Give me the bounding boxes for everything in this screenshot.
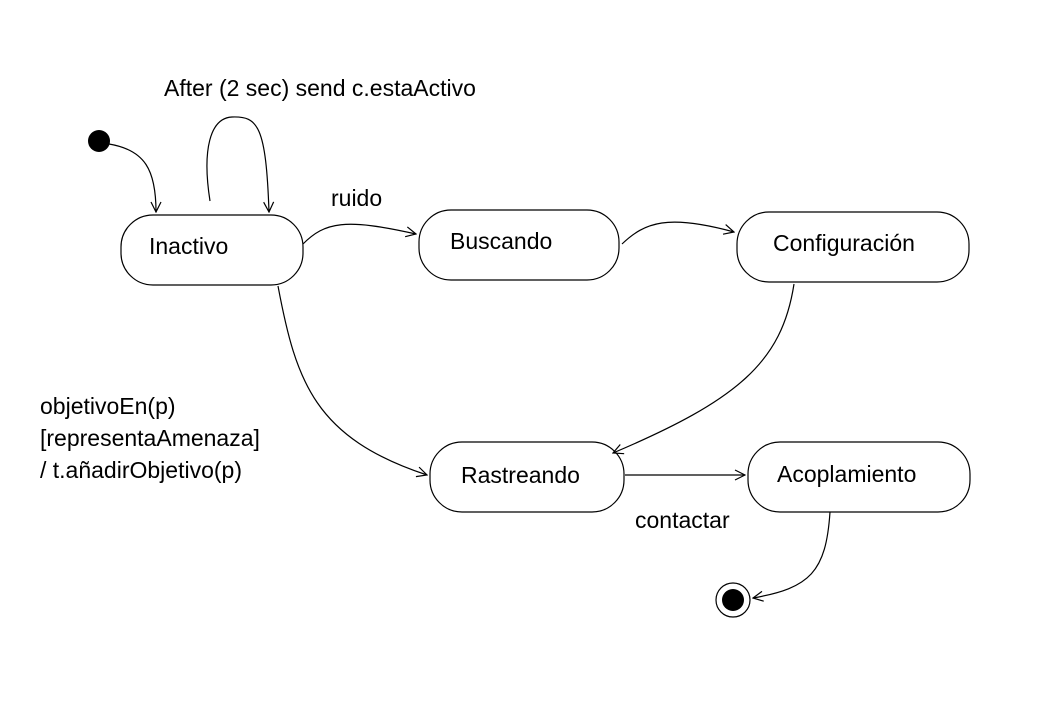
transition-buscando-to-configuracion [621,221,734,245]
label-guard-line2: [representaAmenaza] [40,425,260,451]
label-guard-line3: / t.añadirObjetivo(p) [40,457,242,483]
state-inactivo-label: Inactivo [149,233,228,259]
state-inactivo: Inactivo [120,214,304,286]
state-rastreando: Rastreando [429,441,625,513]
transition-self-loop-inactivo [206,116,269,212]
transition-inactivo-to-buscando [302,223,416,245]
label-contactar: contactar [635,507,730,533]
transition-acoplamiento-to-final [753,511,831,598]
initial-state [88,130,110,152]
label-ruido: ruido [331,185,382,211]
state-configuracion-label: Configuración [773,230,915,256]
state-buscando-label: Buscando [450,228,552,254]
transition-configuracion-to-rastreando [613,283,795,453]
state-buscando: Buscando [418,209,620,281]
transition-inactivo-to-rastreando [277,285,427,475]
state-rastreando-label: Rastreando [461,462,580,488]
final-state [715,582,751,618]
transition-initial-to-inactivo [108,143,156,212]
state-acoplamiento-label: Acoplamiento [777,461,916,487]
label-self-loop: After (2 sec) send c.estaActivo [164,75,476,101]
state-acoplamiento: Acoplamiento [747,441,971,513]
label-guard-line1: objetivoEn(p) [40,393,176,419]
state-configuracion: Configuración [736,211,970,283]
